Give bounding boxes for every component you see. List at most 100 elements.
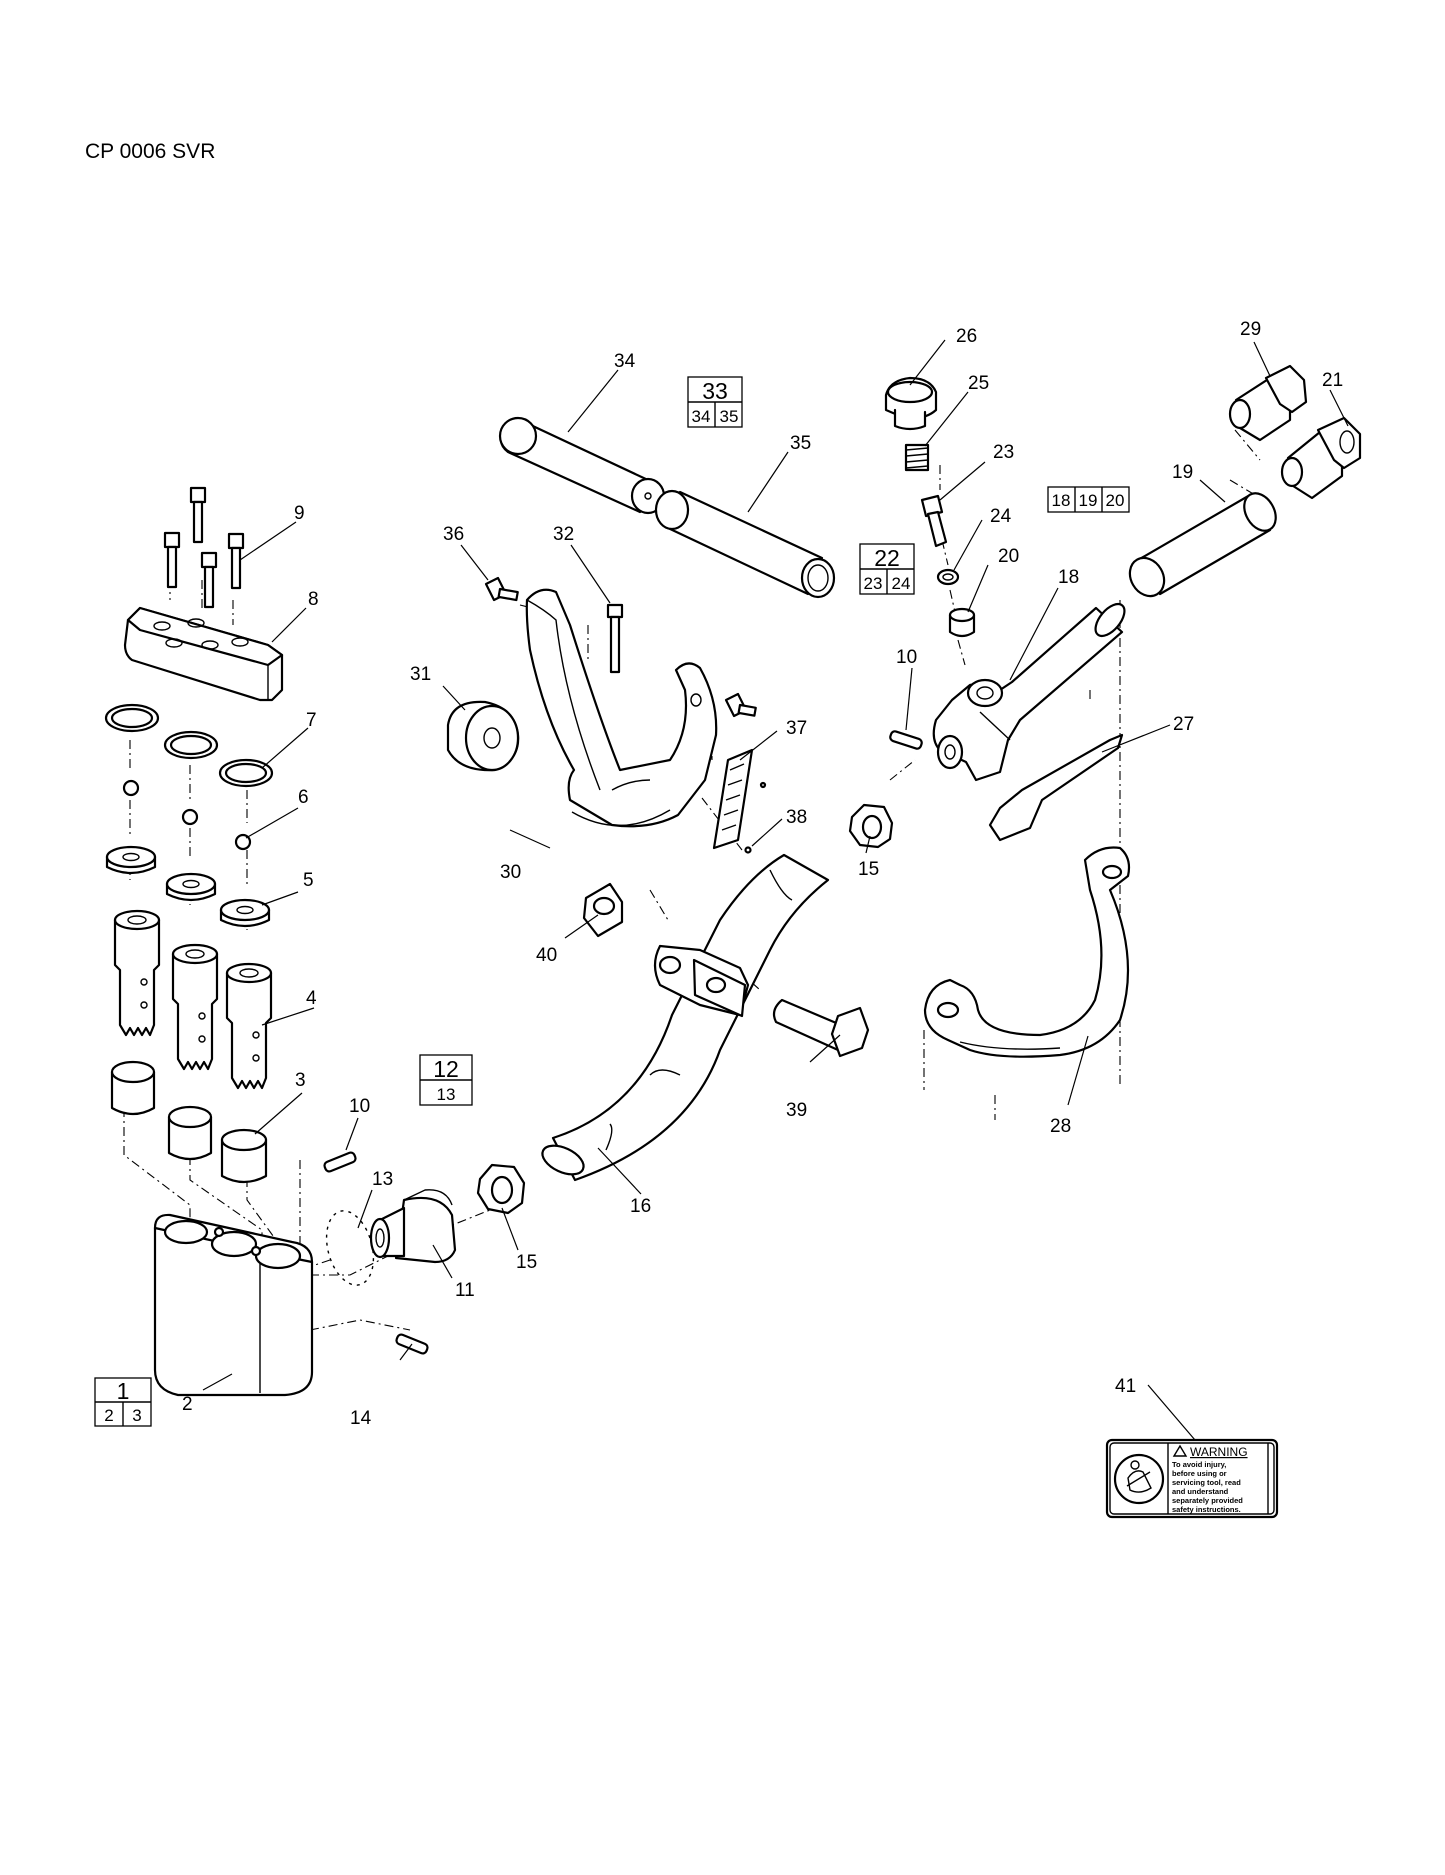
callout-8: 8 [308,589,319,610]
part-11-inlet-fitting [369,1189,457,1264]
callout-32: 32 [553,524,574,545]
callout-25: 25 [968,373,989,394]
warning-line-6: safety instructions. [1172,1505,1241,1514]
clamp-bracket [653,944,750,1018]
part-15-nuts [476,803,894,1215]
kit-33-main: 33 [702,378,728,404]
part-29-fitting [1228,364,1308,442]
callout-11: 11 [455,1280,475,1301]
callout-15-upper: 15 [858,859,879,880]
part-8-cover-plate [123,606,284,702]
part-36-screw [484,576,757,718]
callout-20: 20 [998,546,1019,567]
callout-41: 41 [1115,1376,1136,1397]
kit-19: 19 [1079,491,1098,510]
part-18-valve-body [932,602,1126,782]
warning-line-2: before using or [1172,1469,1227,1478]
part-39-bolt [772,998,870,1058]
kit-22-sub-a: 23 [864,574,883,593]
part-7-o-rings [104,703,274,788]
part-4-valve-cartridges [113,909,273,1090]
part-37-nameplate [712,748,767,850]
part-6-balls [122,779,252,851]
kit-22-sub-b: 24 [892,574,911,593]
callout-28: 28 [1050,1116,1071,1137]
callout-34: 34 [614,351,636,372]
callout-5: 5 [303,870,314,891]
kit-box-1: 1 2 3 [94,1377,152,1427]
kit-1-sub-a: 2 [104,1406,113,1425]
kit-box-33: 33 34 35 [687,376,743,428]
callout-14: 14 [350,1408,372,1429]
part-41-warning-label: WARNING To avoid injury, before using or… [1105,1438,1279,1519]
callout-27: 27 [1173,714,1194,735]
warning-line-3: servicing tool, read [1172,1478,1241,1487]
kit-12-sub: 13 [437,1085,456,1104]
part-23-plunger [920,494,948,548]
callout-21: 21 [1322,370,1343,391]
part-21-fitting [1280,416,1362,500]
callout-7: 7 [306,710,317,731]
callout-9: 9 [294,503,305,524]
kit-33-sub-a: 34 [692,407,711,426]
callout-18: 18 [1058,567,1079,588]
part-19-grip [1128,492,1277,598]
callout-35: 35 [790,433,811,454]
callout-26: 26 [956,326,977,347]
leader-lines [202,339,1349,1441]
warning-line-1: To avoid injury, [1172,1460,1226,1469]
kit-box-22: 22 23 24 [859,543,915,595]
warning-line-5: separately provided [1172,1496,1243,1505]
part-34-grip [498,416,666,515]
callout-10-left: 10 [349,1096,370,1117]
callout-6: 6 [298,787,309,808]
part-38-rivet [744,846,752,854]
kit-33-sub-b: 35 [720,407,739,426]
kit-22-main: 22 [874,545,900,571]
callout-15-lower: 15 [516,1252,537,1273]
callout-19: 19 [1172,462,1193,483]
kit-12-main: 12 [433,1056,459,1082]
part-40-sleeve-nut [582,882,624,938]
part-20-sleeve [948,607,976,638]
part-30-handle-body [525,588,718,828]
part-5-valve-seats [105,845,271,928]
kit-box-12: 12 13 [419,1054,473,1106]
callout-10-right: 10 [896,647,917,668]
callout-29: 29 [1240,319,1261,340]
kit-20: 20 [1106,491,1125,510]
part-9-cap-screws [163,486,245,609]
part-10-pins [323,730,923,1173]
part-24-o-ring [936,568,960,586]
callout-16: 16 [630,1196,651,1217]
warning-triangle-icon [1172,1444,1188,1457]
callout-38: 38 [786,807,807,828]
page-title: CP 0006 SVR [85,140,216,163]
callout-4: 4 [306,988,317,1009]
kit-18: 18 [1052,491,1071,510]
callout-24: 24 [990,506,1012,527]
callout-39: 39 [786,1100,807,1121]
callout-3: 3 [295,1070,306,1091]
callout-31: 31 [410,664,431,685]
kit-box-18-19-20: 18 19 20 [1047,486,1130,513]
callout-40: 40 [536,945,557,966]
callout-2: 2 [182,1394,193,1415]
part-31-roller [446,700,520,772]
part-25-spring [904,443,930,472]
part-35-grip [654,489,836,599]
callout-36: 36 [443,524,464,545]
part-32-screw [606,603,624,674]
part-2-valve-housing [153,1213,314,1397]
warning-heading: WARNING [1190,1445,1248,1459]
part-16-handle-tube [541,853,830,1182]
kit-1-main: 1 [117,1378,130,1404]
callout-numbers: 2 3 4 5 6 7 8 9 10 10 11 13 14 15 15 16 … [182,319,1343,1429]
kit-1-sub-b: 3 [132,1406,141,1425]
part-27-throttle-lever [988,733,1124,842]
callout-37: 37 [786,718,807,739]
part-26-plug [884,376,938,431]
part-3-bushings [110,1060,268,1184]
